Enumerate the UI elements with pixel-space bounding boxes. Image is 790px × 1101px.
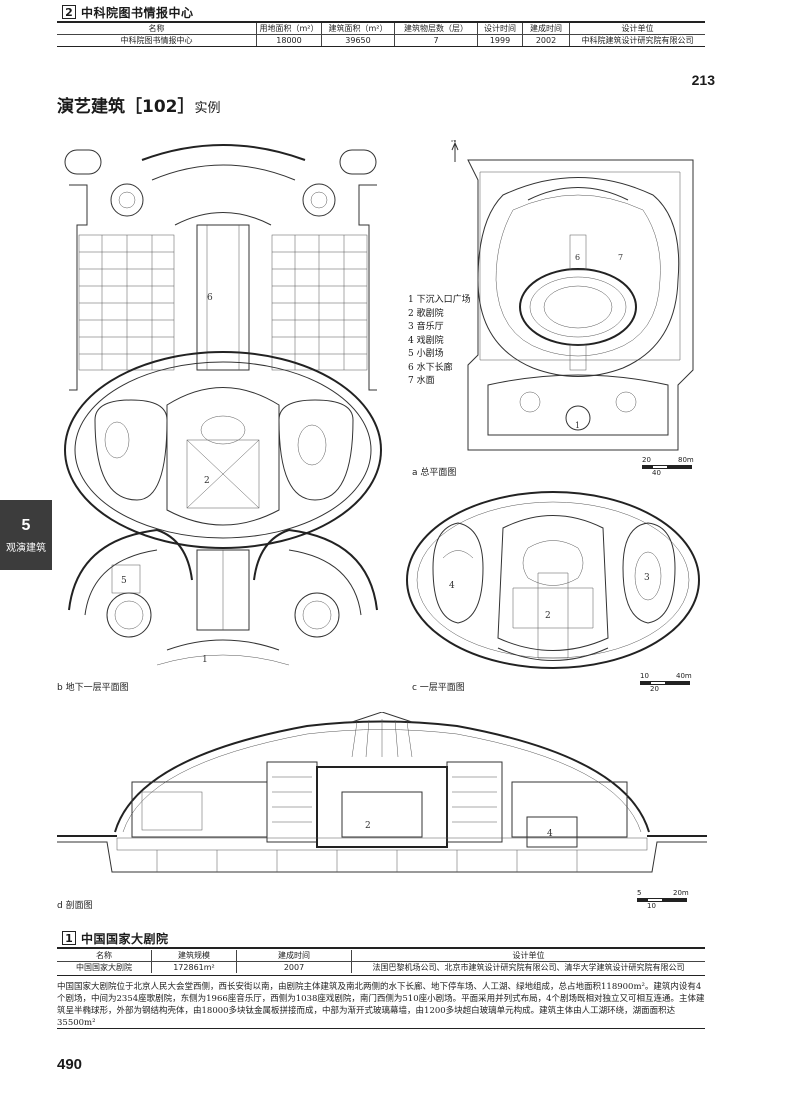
- caption-section: d 剖面图: [57, 901, 93, 911]
- caption-site-plan: a 总平面图: [412, 468, 457, 478]
- scale-bar-ground: 10 40m 20: [640, 672, 702, 694]
- site-plan-drawing: N 6 7 1: [451, 140, 694, 451]
- scale-ground-tick-1: 40m: [676, 672, 692, 680]
- legend-item: 2 歌剧院: [408, 308, 444, 319]
- bottom-section-title: 中国国家大剧院: [81, 931, 169, 946]
- plan-b-label-2: 2: [204, 476, 210, 486]
- top-row-cell: 39650: [321, 34, 395, 46]
- caption-basement-plan: b 地下一层平面图: [57, 683, 129, 693]
- scale-site-tick-0: 20: [642, 456, 651, 464]
- page-title: 演艺建筑［102］实例: [57, 92, 221, 117]
- bottom-header-cell: 建筑规模: [151, 950, 237, 962]
- bottom-row-cell: 2007: [236, 961, 352, 973]
- project-description: 中国国家大剧院位于北京人民大会堂西侧，西长安街以南，由剧院主体建筑及南北两侧的水…: [57, 982, 705, 1028]
- section-label-4: 4: [547, 829, 553, 839]
- plan-b-label-1: 1: [202, 655, 208, 665]
- bottom-header-cell: 名称: [57, 950, 152, 962]
- plan-b-label-5: 5: [121, 576, 127, 586]
- basement-plan-drawing: 6 2 1 5: [64, 144, 382, 666]
- scale-bar-site: 20 80m 40: [642, 456, 704, 478]
- bottom-header-cell: 设计单位: [351, 950, 705, 962]
- top-table-bottom-rule: [57, 46, 705, 47]
- legend-item: 1 下沉入口广场: [408, 295, 471, 305]
- top-row-cell: 2002: [522, 34, 570, 46]
- top-header-cell: 建成时间: [522, 23, 570, 35]
- scale-section-bottom: 10: [647, 902, 656, 910]
- site-label-1: 1: [575, 421, 580, 430]
- scale-ground-bottom: 20: [650, 685, 659, 693]
- legend-item: 4 戏剧院: [408, 335, 444, 346]
- legend-item: 5 小剧场: [408, 349, 444, 359]
- legend-item: 7 水面: [408, 376, 435, 386]
- north-arrow-label: N: [451, 140, 456, 144]
- top-row-cell: 中科院图书情报中心: [120, 36, 193, 45]
- plan-b-label-6: 6: [207, 293, 213, 303]
- bottom-row-cell: 法国巴黎机场公司、北京市建筑设计研究院有限公司、清华大学建筑设计研究院有限公司: [351, 961, 705, 973]
- bottom-row-cell: 中国国家大剧院: [76, 963, 132, 972]
- top-row-cell: 1999: [477, 34, 523, 46]
- top-row-cell: 7: [394, 34, 478, 46]
- top-section-header: 2 中科院图书情报中心: [62, 4, 194, 20]
- bottom-header-cell: 建成时间: [236, 950, 352, 962]
- section-drawing: 2 4: [57, 712, 707, 873]
- scale-site-bottom: 40: [652, 469, 661, 477]
- page-title-sub: 实例: [194, 101, 221, 116]
- page-title-main: 演艺建筑［102］: [57, 97, 195, 117]
- legend-item: 6 水下长廊: [408, 362, 453, 373]
- bottom-spec-table: 名称 建筑规模 建成时间 设计单位 中国国家大剧院 172861m² 2007 …: [57, 950, 705, 973]
- top-section-title: 中科院图书情报中心: [81, 5, 194, 20]
- chapter-label: 观演建筑: [6, 542, 46, 554]
- legend-item: 3 音乐厅: [408, 322, 444, 332]
- scale-bar-section: 5 20m 10: [637, 889, 699, 911]
- caption-ground-plan: c 一层平面图: [412, 683, 465, 693]
- ground-floor-plan-drawing: 4 2 3: [406, 491, 700, 669]
- top-header-cell: 建筑面积（m²）: [321, 23, 395, 35]
- section-label-2: 2: [365, 821, 371, 831]
- plan-c-label-2: 2: [545, 611, 551, 621]
- top-header-cell: 设计单位: [569, 23, 705, 35]
- scale-section-tick-1: 20m: [673, 889, 689, 897]
- top-row-cell: 18000: [256, 34, 322, 46]
- top-row-cell: 中科院建筑设计研究院有限公司: [569, 34, 705, 46]
- chapter-side-tab: 5 观演建筑: [0, 500, 52, 570]
- bottom-row-cell: 172861m²: [151, 961, 237, 973]
- site-label-7: 7: [618, 253, 623, 262]
- top-section-number: 2: [62, 5, 76, 19]
- top-header-cell: 建筑物层数（层）: [394, 23, 478, 35]
- description-bottom-rule: [57, 1028, 705, 1029]
- top-spec-table: 名称 用地面积（m²） 建筑面积（m²） 建筑物层数（层） 设计时间 建成时间 …: [57, 23, 705, 46]
- plan-c-label-4: 4: [449, 581, 455, 591]
- site-label-6: 6: [575, 253, 580, 262]
- scale-ground-tick-0: 10: [640, 672, 649, 680]
- page-number-bottom: 490: [57, 1056, 83, 1073]
- bottom-section-header: 1 中国国家大剧院: [62, 930, 169, 946]
- top-header-cell: 用地面积（m²）: [256, 23, 322, 35]
- chapter-number: 5: [21, 516, 31, 534]
- scale-section-tick-0: 5: [637, 889, 642, 897]
- top-header-cell: 设计时间: [477, 23, 523, 35]
- bottom-section-rule: [57, 947, 705, 949]
- top-section-rule: [57, 21, 705, 23]
- bottom-table-rule: [57, 975, 705, 976]
- drawing-legend: 1 下沉入口广场 2 歌剧院 3 音乐厅 4 戏剧院 5 小剧场 6 水下长廊 …: [408, 294, 471, 389]
- plan-c-label-3: 3: [644, 573, 650, 583]
- bottom-section-number: 1: [62, 931, 76, 945]
- scale-site-tick-1: 80m: [678, 456, 694, 464]
- top-header-cell: 名称: [57, 23, 257, 35]
- page-number-top: 213: [691, 72, 715, 88]
